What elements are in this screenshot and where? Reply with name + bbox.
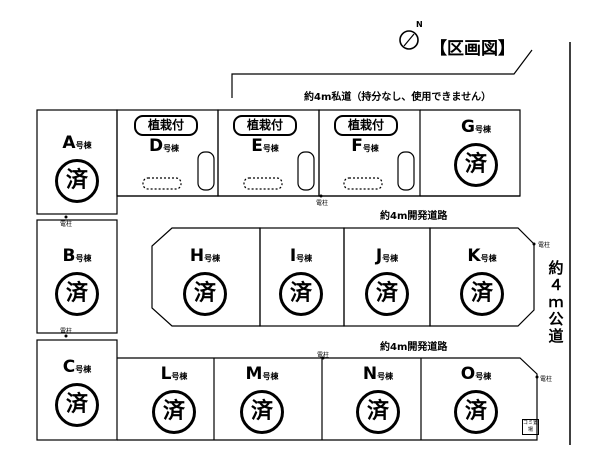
sold-mark: 済	[152, 390, 196, 434]
lot-a-id: A	[62, 133, 76, 153]
lot-e[interactable]: E号棟	[233, 137, 297, 158]
sold-mark: 済	[365, 272, 409, 316]
lot-l-id: L	[160, 364, 172, 384]
lot-suffix: 号棟	[475, 372, 492, 381]
lot-suffix: 号棟	[362, 144, 379, 153]
sold-mark: 済	[55, 272, 99, 316]
lot-h-id: H	[189, 246, 205, 266]
sold-mark: 済	[356, 390, 400, 434]
lot-suffix: 号棟	[171, 372, 188, 381]
lot-g-id: G	[461, 117, 475, 137]
garbage-station: ゴミ置場	[522, 419, 539, 435]
lot-m[interactable]: M号棟 済	[230, 365, 294, 434]
lot-suffix: 号棟	[204, 254, 221, 263]
lot-k-id: K	[467, 246, 481, 266]
lot-j[interactable]: J号棟 済	[355, 247, 419, 316]
lot-k[interactable]: K号棟 済	[450, 247, 514, 316]
lot-o-id: O	[460, 364, 476, 384]
lot-k-boundary	[429, 227, 535, 327]
map-title: 【区画図】	[430, 39, 515, 59]
sold-mark: 済	[279, 272, 323, 316]
utility-pole-label: 電柱	[60, 221, 73, 228]
planted-badge-f: 植栽付	[334, 115, 398, 136]
lot-a[interactable]: A号棟 済	[45, 134, 109, 203]
planted-badge-e: 植栽付	[233, 115, 297, 136]
lot-b-boundary	[36, 219, 118, 334]
lot-f-id: F	[351, 136, 363, 156]
sold-mark: 済	[454, 143, 498, 187]
private-road-label: 約4m私道（持分なし、使用できません）	[304, 92, 492, 103]
lot-b[interactable]: B号棟 済	[45, 247, 109, 316]
sold-mark: 済	[183, 272, 227, 316]
sold-mark: 済	[454, 390, 498, 434]
lot-suffix: 号棟	[262, 372, 279, 381]
lot-suffix: 号棟	[296, 254, 313, 263]
lot-i-id: I	[289, 246, 297, 266]
utility-pole-label: 電柱	[317, 352, 330, 359]
lot-suffix: 号棟	[262, 144, 279, 153]
lot-h[interactable]: H号棟 済	[173, 247, 237, 316]
utility-pole-label: 電柱	[316, 200, 329, 207]
private-road-edge	[231, 49, 533, 98]
utility-pole-label: 電柱	[540, 376, 553, 383]
lot-j-id: J	[375, 246, 383, 266]
lot-c[interactable]: C号棟 済	[45, 358, 109, 427]
lot-suffix: 号棟	[480, 254, 497, 263]
lot-suffix: 号棟	[474, 125, 491, 134]
lot-suffix: 号棟	[75, 365, 92, 374]
utility-pole-label: 電柱	[60, 328, 73, 335]
bottom-row-boundary	[117, 357, 538, 441]
public-road-label: 約４ｍ公道	[548, 259, 564, 345]
sold-mark: 済	[240, 390, 284, 434]
lot-g[interactable]: G号棟 済	[444, 118, 508, 187]
lot-f[interactable]: F号棟	[333, 137, 397, 158]
lot-n-id: N	[362, 364, 378, 384]
lot-d[interactable]: D号棟	[132, 137, 196, 158]
lot-i[interactable]: I号棟 済	[269, 247, 333, 316]
lot-suffix: 号棟	[163, 144, 180, 153]
lot-e-id: E	[251, 136, 263, 156]
lot-suffix: 号棟	[382, 254, 399, 263]
compass-north-label: N	[416, 20, 423, 29]
lot-m-id: M	[245, 364, 263, 384]
dev-road-upper-label: 約4m開発道路	[380, 211, 448, 222]
sold-mark: 済	[55, 159, 99, 203]
planted-badge-d: 植栽付	[134, 115, 198, 136]
lot-l[interactable]: L号棟 済	[142, 365, 206, 434]
lot-suffix: 号棟	[75, 254, 92, 263]
lot-n[interactable]: N号棟 済	[346, 365, 410, 434]
sold-mark: 済	[55, 383, 99, 427]
lot-b-id: B	[62, 246, 76, 266]
compass-icon	[399, 30, 419, 50]
lot-d-id: D	[148, 136, 164, 156]
dev-road-lower-label: 約4m開発道路	[380, 342, 448, 353]
utility-pole-label: 電柱	[538, 242, 551, 249]
lot-c-id: C	[62, 357, 76, 377]
lot-c-boundary	[36, 339, 118, 441]
lot-o[interactable]: O号棟 済	[444, 365, 508, 434]
lot-suffix: 号棟	[75, 141, 92, 150]
sold-mark: 済	[460, 272, 504, 316]
lot-suffix: 号棟	[377, 372, 394, 381]
